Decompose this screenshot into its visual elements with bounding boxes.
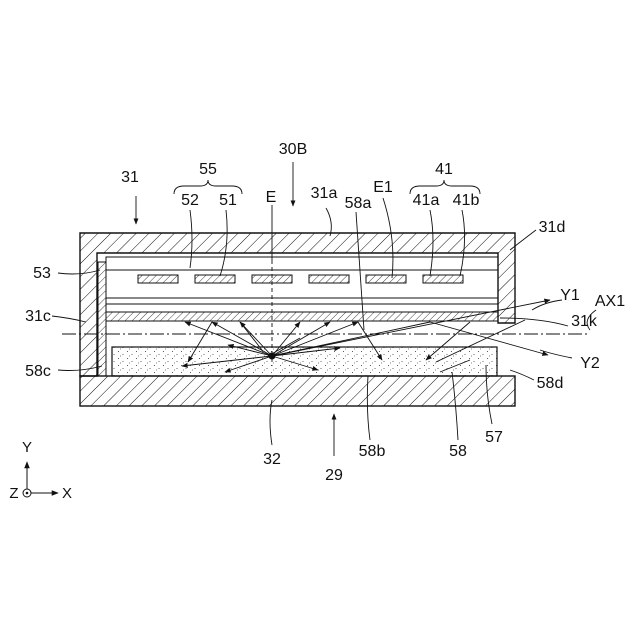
emission-point (269, 353, 276, 360)
label-31k: 31k (571, 313, 598, 330)
electrode (366, 275, 406, 283)
label-30B: 30B (279, 141, 307, 158)
label-Y2: Y2 (580, 355, 600, 372)
label-Y1: Y1 (560, 287, 580, 304)
electrode (423, 275, 463, 283)
axis-label-x: X (62, 485, 72, 502)
label-31a: 31a (311, 185, 338, 202)
label-55: 55 (199, 161, 217, 178)
label-41b: 41b (453, 192, 480, 209)
label-58b: 58b (359, 443, 386, 460)
label-31: 31 (121, 169, 139, 186)
electrode-row (138, 275, 463, 283)
coordinate-axes: Y X Z (9, 439, 72, 502)
label-51: 51 (219, 192, 237, 209)
label-29: 29 (325, 467, 343, 484)
wall-53 (98, 262, 106, 376)
window-31k (106, 312, 498, 321)
label-58: 58 (449, 443, 467, 460)
label-58c: 58c (25, 363, 51, 380)
axis-label-y: Y (22, 439, 32, 456)
label-58a: 58a (345, 195, 372, 212)
label-AX1: AX1 (595, 293, 625, 310)
label-E1: E1 (373, 179, 393, 196)
base-32 (80, 376, 515, 406)
label-52: 52 (181, 192, 199, 209)
electrode (138, 275, 178, 283)
label-41: 41 (435, 161, 453, 178)
electrode (309, 275, 349, 283)
label-32: 32 (263, 451, 281, 468)
label-31d: 31d (539, 219, 566, 236)
label-57: 57 (485, 429, 503, 446)
axis-label-z: Z (9, 485, 18, 502)
label-58d: 58d (537, 375, 564, 392)
label-53: 53 (33, 265, 51, 282)
light-guide-58 (112, 347, 497, 376)
electrode (195, 275, 235, 283)
label-41a: 41a (413, 192, 440, 209)
label-31c: 31c (25, 308, 51, 325)
label-E: E (266, 189, 277, 206)
